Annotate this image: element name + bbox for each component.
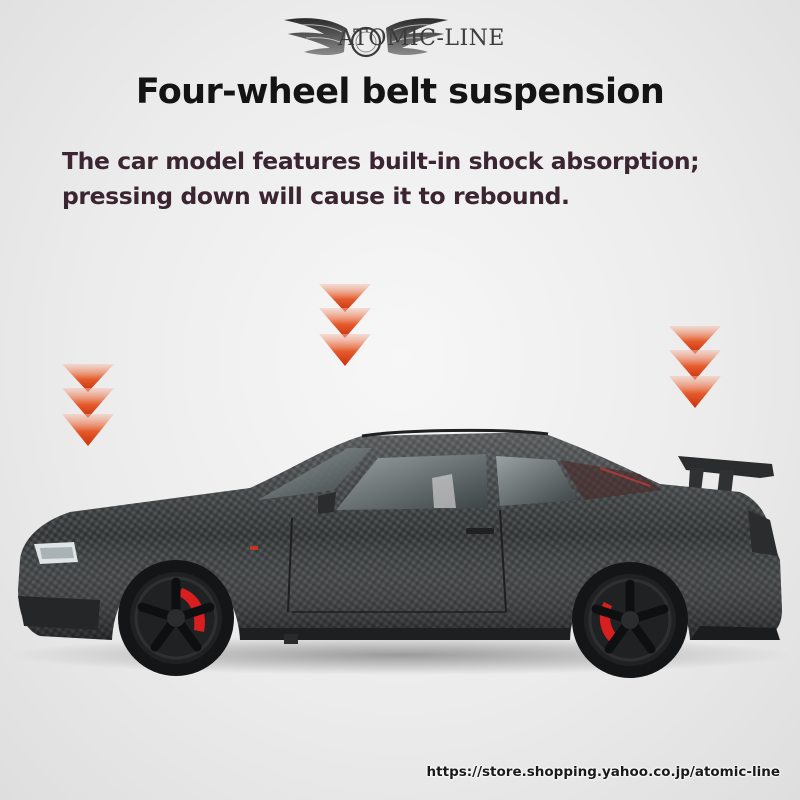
brake-caliper: [178, 588, 206, 632]
chevron-down-icon: [319, 308, 371, 338]
chevron-down-icon: [669, 376, 721, 408]
chevron-down-icon: [62, 388, 114, 418]
chevron-down-icon: [669, 350, 721, 380]
brand-name: ATOMIC-LINE: [338, 26, 505, 51]
windshield: [258, 448, 372, 500]
press-arrows-roof: [319, 284, 371, 366]
side-mirror: [318, 492, 336, 514]
chevron-down-icon: [319, 334, 371, 366]
door-handle: [466, 528, 494, 534]
car-model-icon: [10, 428, 790, 678]
chevron-down-icon: [669, 326, 721, 354]
page-title: Four-wheel belt suspension: [135, 72, 665, 112]
chevron-down-icon: [319, 284, 371, 312]
press-arrows-front: [62, 364, 114, 446]
store-url: https://store.shopping.yahoo.co.jp/atomi…: [426, 764, 780, 780]
winged-emblem-icon: [284, 18, 448, 58]
chevron-down-icon: [62, 414, 114, 446]
press-arrows-rear: [669, 326, 721, 408]
rear-wheel: [572, 562, 688, 678]
description-line-1: The car model features built-in shock ab…: [62, 147, 700, 175]
description-line-2: pressing down will cause it to rebound.: [62, 182, 570, 210]
front-wheel: [118, 560, 234, 676]
side-window-rear: [496, 456, 578, 506]
rear-spoiler: [678, 456, 774, 478]
chevron-down-icon: [62, 364, 114, 392]
feature-description: The car model features built-in shock ab…: [62, 144, 752, 214]
